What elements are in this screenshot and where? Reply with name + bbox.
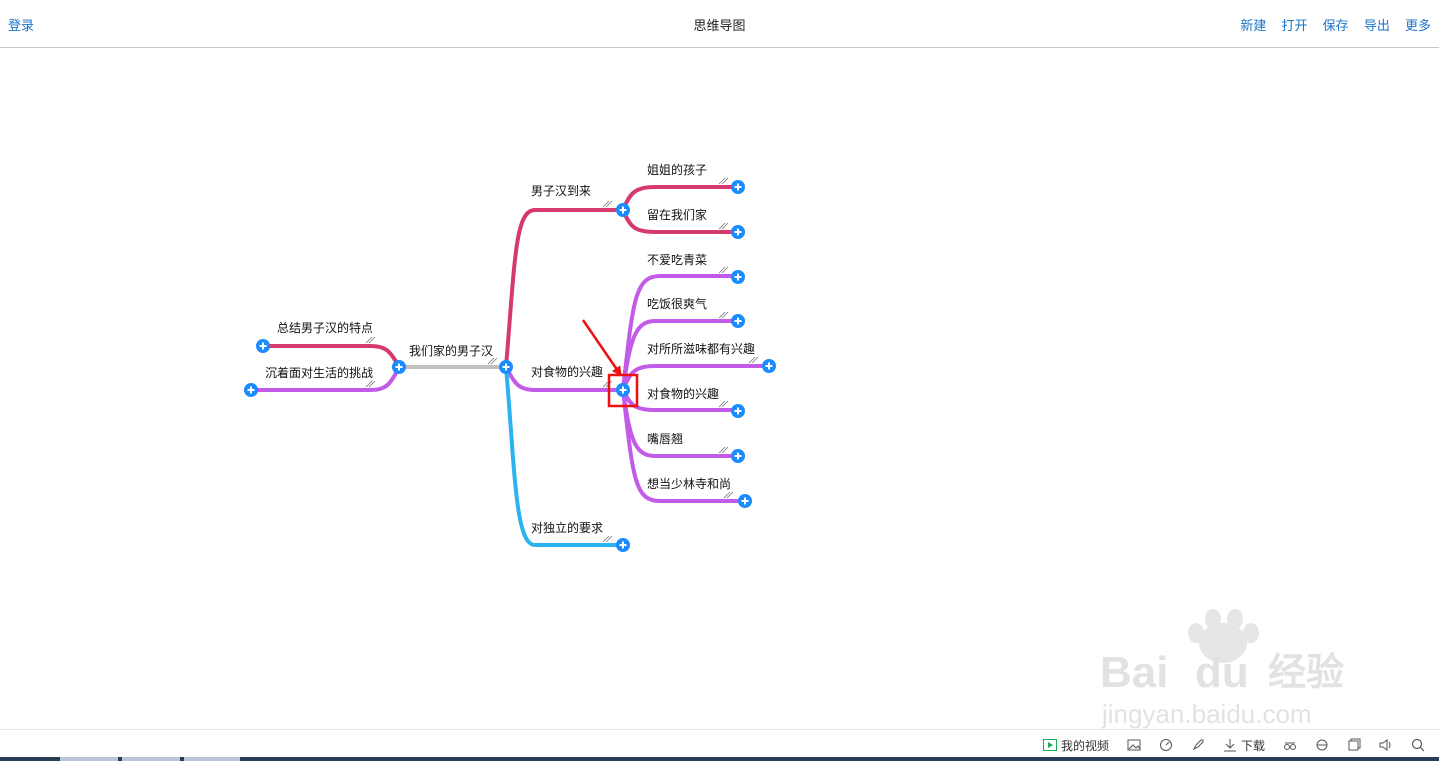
expand-button-food-2[interactable]	[731, 314, 745, 328]
expand-button-arrival-2[interactable]	[731, 225, 745, 239]
volume-button[interactable]	[1379, 738, 1393, 752]
baidu-watermark: Bai du 经验 jingyan.baidu.com	[1100, 609, 1344, 729]
zoom-button[interactable]	[1411, 738, 1425, 752]
search-icon	[1411, 738, 1425, 752]
rocket-button[interactable]	[1191, 738, 1205, 752]
node-food-1[interactable]: 不爱吃青菜	[647, 253, 707, 267]
link-food-1	[621, 274, 740, 392]
plus-icon	[734, 228, 742, 236]
node-arrival-2[interactable]: 留在我们家	[647, 207, 707, 222]
plus-icon	[619, 206, 627, 214]
node-food[interactable]: 对食物的兴趣	[531, 364, 603, 379]
node-food-4[interactable]: 对食物的兴趣	[647, 386, 719, 401]
paw-icon	[1188, 609, 1259, 663]
plus-icon	[765, 362, 773, 370]
open-button[interactable]: 打开	[1281, 19, 1308, 34]
plus-icon	[619, 386, 627, 394]
expand-button-food-5[interactable]	[731, 449, 745, 463]
taskbar-item[interactable]	[184, 757, 240, 761]
browser-icon	[1316, 739, 1328, 751]
node-arrival-1[interactable]: 姐姐的孩子	[647, 162, 707, 177]
link-arrival	[504, 208, 625, 369]
plus-icon	[734, 317, 742, 325]
plus-icon	[619, 541, 627, 549]
link-food-6	[621, 388, 747, 503]
my-video-label: 我的视频	[1060, 738, 1109, 753]
link-independence	[504, 365, 625, 547]
video-play-icon	[1042, 739, 1057, 751]
node-summary[interactable]: 总结男子汉的特点	[277, 320, 373, 335]
expand-button-food-1[interactable]	[731, 270, 745, 284]
browser-button[interactable]	[1315, 738, 1329, 752]
plus-icon	[502, 363, 510, 371]
image-icon	[1127, 739, 1141, 751]
expand-button-food-6[interactable]	[738, 494, 752, 508]
node-root[interactable]: 我们家的男子汉	[409, 343, 493, 358]
node-arrival[interactable]: 男子汉到来	[531, 184, 591, 198]
rocket-icon	[1192, 739, 1204, 751]
expand-button-challenge[interactable]	[244, 383, 258, 397]
node-food-3[interactable]: 对所所滋味都有兴趣	[647, 341, 755, 356]
download-button[interactable]: 下载	[1223, 737, 1265, 754]
glasses-button[interactable]	[1283, 738, 1297, 752]
plus-icon	[734, 183, 742, 191]
expand-button-food[interactable]	[616, 383, 630, 397]
plus-icon	[734, 452, 742, 460]
speed-button[interactable]	[1159, 738, 1173, 752]
taskbar	[0, 757, 1439, 761]
glasses-icon	[1284, 742, 1296, 750]
node-food-5[interactable]: 嘴唇翘	[647, 432, 683, 446]
node-challenge[interactable]: 沉着面对生活的挑战	[265, 365, 373, 380]
bottom-toolbar: 我的视频 下载	[0, 729, 1439, 758]
plus-icon	[247, 386, 255, 394]
volume-icon	[1379, 739, 1391, 751]
expand-button-food-3[interactable]	[762, 359, 776, 373]
expand-button-arrival-1[interactable]	[731, 180, 745, 194]
my-video-button[interactable]: 我的视频	[1042, 737, 1109, 754]
image-button[interactable]	[1127, 738, 1141, 752]
login-link[interactable]: 登录	[8, 19, 35, 34]
annotation-arrow	[581, 319, 622, 377]
expand-button-arrival[interactable]	[616, 203, 630, 217]
link-arrival-1	[621, 185, 740, 212]
download-icon	[1223, 739, 1236, 752]
expand-button-summary[interactable]	[256, 339, 270, 353]
export-button[interactable]: 导出	[1363, 19, 1390, 34]
plus-icon	[734, 273, 742, 281]
top-menu: 新建 打开 保存 导出 更多	[1229, 15, 1431, 34]
watermark-brand2: du	[1195, 648, 1249, 697]
speedometer-icon	[1159, 739, 1172, 751]
annotation-highlight-box	[607, 373, 639, 408]
page-title: 思维导图	[693, 19, 746, 34]
watermark-product: 经验	[1268, 650, 1344, 694]
plus-icon	[395, 363, 403, 371]
expand-button-food-4[interactable]	[731, 404, 745, 418]
new-button[interactable]: 新建	[1240, 19, 1267, 34]
node-independence[interactable]: 对独立的要求	[531, 520, 603, 535]
more-button[interactable]: 更多	[1404, 19, 1431, 34]
plus-icon	[741, 497, 749, 505]
expand-button-left-center[interactable]	[392, 360, 406, 374]
watermark-url: jingyan.baidu.com	[1101, 699, 1312, 729]
window-button[interactable]	[1347, 738, 1361, 752]
watermark-brand: Bai	[1100, 648, 1168, 697]
plus-icon	[259, 342, 267, 350]
taskbar-item[interactable]	[60, 757, 118, 761]
plus-icon	[734, 407, 742, 415]
taskbar-item[interactable]	[122, 757, 180, 761]
expand-button-root[interactable]	[499, 360, 513, 374]
link-left-summary	[261, 344, 401, 369]
window-icon	[1348, 738, 1361, 751]
download-label: 下载	[1240, 738, 1265, 753]
node-food-6[interactable]: 想当少林寺和尚	[647, 476, 731, 491]
mindmap-canvas[interactable]: 我们家的男子汉 总结男子汉的特点 沉着面对生活的挑战 男子汉到来 对食物的兴趣 …	[0, 48, 1439, 729]
save-button[interactable]: 保存	[1322, 19, 1349, 34]
node-food-2[interactable]: 吃饭很爽气	[647, 296, 707, 311]
top-bar: 登录 思维导图 新建 打开 保存 导出 更多	[0, 0, 1439, 48]
expand-button-independence[interactable]	[616, 538, 630, 552]
